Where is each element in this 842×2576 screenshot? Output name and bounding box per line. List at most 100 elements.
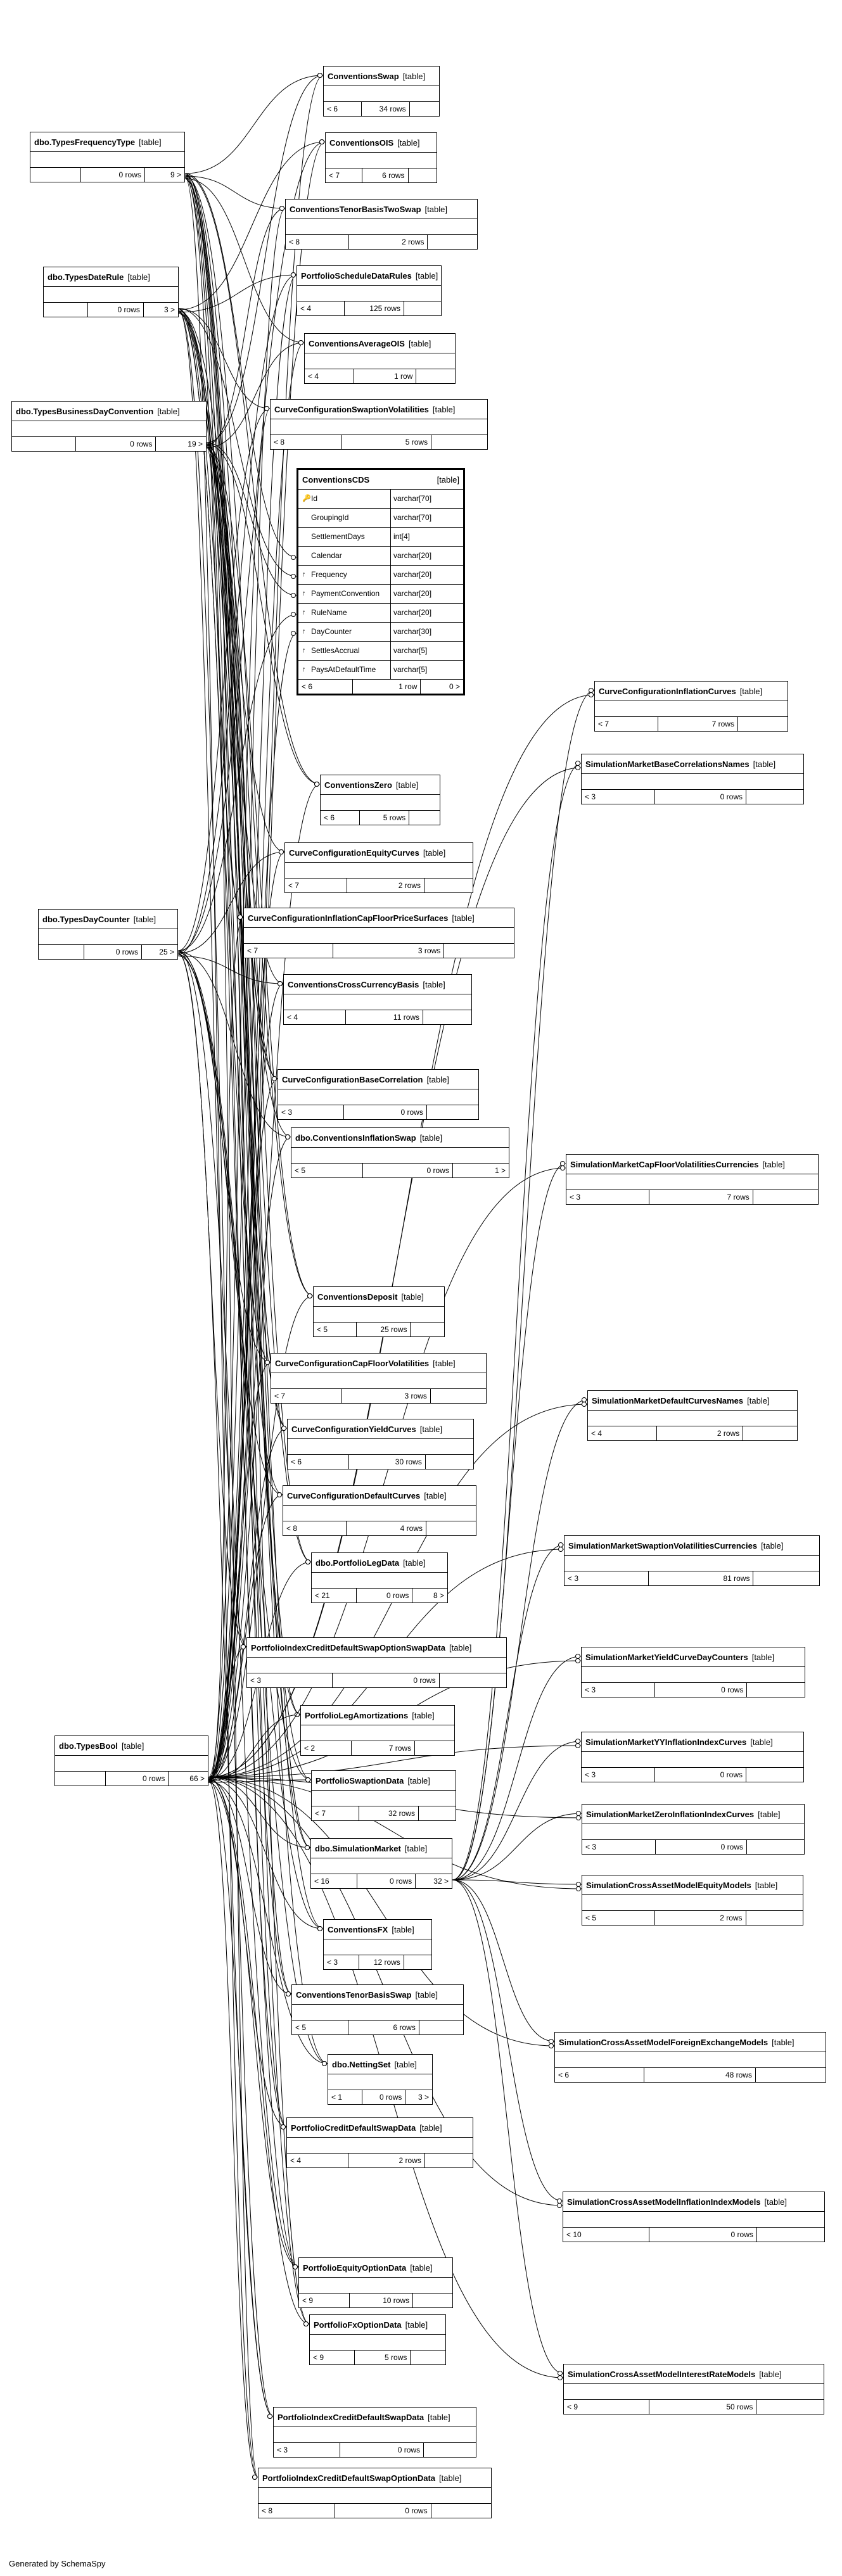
parents-count[interactable]: < 3 xyxy=(566,1190,649,1204)
table-portfolioindexcreditdefaultswapoptionswapdata[interactable]: PortfolioIndexCreditDefaultSwapOptionSwa… xyxy=(246,1637,507,1688)
parents-count[interactable]: < 8 xyxy=(283,1521,347,1535)
parents-count[interactable]: < 8 xyxy=(271,435,342,449)
parents-count[interactable]: < 4 xyxy=(305,369,355,383)
parents-count[interactable]: < 5 xyxy=(314,1323,357,1336)
children-count[interactable] xyxy=(427,235,477,249)
parents-count[interactable]: < 3 xyxy=(582,1768,655,1782)
table-dbo-typesbusinessdayconvention[interactable]: dbo.TypesBusinessDayConvention[table]0 r… xyxy=(11,401,207,452)
parents-count[interactable]: < 9 xyxy=(299,2294,350,2307)
parents-count[interactable]: < 8 xyxy=(286,235,349,249)
table-simulationmarketyieldcurvedaycounters[interactable]: SimulationMarketYieldCurveDayCounters[ta… xyxy=(581,1647,805,1697)
table-portfolioindexcreditdefaultswapoptiondata[interactable]: PortfolioIndexCreditDefaultSwapOptionDat… xyxy=(258,2468,492,2518)
table-simulationmarketcapfloorvolatilitiescurrencies[interactable]: SimulationMarketCapFloorVolatilitiesCurr… xyxy=(566,1154,819,1205)
table-curveconfigurationdefaultcurves[interactable]: CurveConfigurationDefaultCurves[table]< … xyxy=(283,1485,476,1536)
children-count[interactable] xyxy=(745,1911,803,1925)
children-count[interactable] xyxy=(409,811,440,825)
parents-count[interactable]: < 5 xyxy=(292,2021,349,2034)
parents-count[interactable] xyxy=(30,168,82,182)
children-count[interactable] xyxy=(746,1683,805,1697)
parents-count[interactable]: < 6 xyxy=(288,1455,349,1469)
children-count[interactable] xyxy=(431,435,487,449)
children-count[interactable] xyxy=(430,2504,491,2518)
parents-count[interactable]: < 2 xyxy=(301,1741,352,1755)
children-count[interactable] xyxy=(737,717,788,731)
children-count[interactable] xyxy=(416,369,455,383)
children-count[interactable] xyxy=(418,2021,463,2034)
children-count[interactable]: 3 > xyxy=(405,2090,432,2104)
children-count[interactable] xyxy=(438,1673,506,1687)
children-count[interactable] xyxy=(403,301,441,315)
children-count[interactable] xyxy=(755,2068,826,2082)
parents-count[interactable]: < 7 xyxy=(312,1806,359,1820)
parents-count[interactable]: < 4 xyxy=(287,2154,348,2167)
parents-count[interactable]: < 21 xyxy=(312,1589,357,1602)
parents-count[interactable]: < 3 xyxy=(274,2443,341,2457)
focus-children-count[interactable]: 0 > xyxy=(420,680,463,694)
table-curveconfigurationequitycurves[interactable]: CurveConfigurationEquityCurves[table]< 7… xyxy=(284,842,473,893)
parents-count[interactable]: < 7 xyxy=(244,944,333,958)
parents-count[interactable]: < 5 xyxy=(291,1164,364,1177)
table-simulationmarketswaptionvolatilitiescurrencies[interactable]: SimulationMarketSwaptionVolatilitiesCurr… xyxy=(564,1535,820,1586)
table-simulationmarketbasecorrelationsnames[interactable]: SimulationMarketBaseCorrelationsNames[ta… xyxy=(581,754,804,804)
parents-count[interactable] xyxy=(39,945,85,959)
table-portfolioindexcreditdefaultswapdata[interactable]: PortfolioIndexCreditDefaultSwapData[tabl… xyxy=(273,2407,476,2458)
parents-count[interactable]: < 3 xyxy=(247,1673,333,1687)
children-count[interactable] xyxy=(746,790,803,804)
children-count[interactable]: 32 > xyxy=(415,1874,452,1888)
parents-count[interactable]: < 3 xyxy=(565,1571,649,1585)
parents-count[interactable]: < 6 xyxy=(555,2068,644,2082)
parents-count[interactable]: < 7 xyxy=(271,1389,342,1403)
focus-parents-count[interactable]: < 6 xyxy=(298,680,353,694)
parents-count[interactable]: < 6 xyxy=(321,811,360,825)
parents-count[interactable]: < 4 xyxy=(588,1426,657,1440)
children-count[interactable] xyxy=(409,102,439,116)
parents-count[interactable]: < 3 xyxy=(324,1955,360,1969)
parents-count[interactable]: < 7 xyxy=(285,879,347,892)
children-count[interactable] xyxy=(410,1323,444,1336)
children-count[interactable] xyxy=(443,944,514,958)
table-simulationmarketyyinflationindexcurves[interactable]: SimulationMarketYYInflationIndexCurves[t… xyxy=(581,1732,804,1782)
children-count[interactable]: 1 > xyxy=(452,1164,509,1177)
parents-count[interactable]: < 6 xyxy=(324,102,362,116)
parents-count[interactable]: < 3 xyxy=(278,1105,345,1119)
children-count[interactable] xyxy=(410,2351,445,2364)
parents-count[interactable]: < 9 xyxy=(564,2400,650,2414)
parents-count[interactable]: < 10 xyxy=(563,2228,649,2242)
children-count[interactable] xyxy=(423,2443,476,2457)
children-count[interactable] xyxy=(403,1955,431,1969)
parents-count[interactable]: < 3 xyxy=(582,1840,656,1854)
table-portfoliocreditdefaultswapdata[interactable]: PortfolioCreditDefaultSwapData[table]< 4… xyxy=(286,2117,473,2168)
table-curveconfigurationswaptionvolatilities[interactable]: CurveConfigurationSwaptionVolatilities[t… xyxy=(270,399,488,450)
children-count[interactable] xyxy=(752,1190,818,1204)
children-count[interactable] xyxy=(412,2294,452,2307)
children-count[interactable] xyxy=(423,1010,471,1024)
children-count[interactable]: 19 > xyxy=(155,437,206,451)
children-count[interactable] xyxy=(407,168,437,182)
children-count[interactable] xyxy=(424,2154,473,2167)
children-count[interactable] xyxy=(425,1521,476,1535)
children-count[interactable]: 25 > xyxy=(141,945,177,959)
table-curveconfigurationinflationcapfloorpricesurfaces[interactable]: CurveConfigurationInflationCapFloorPrice… xyxy=(243,908,514,958)
parents-count[interactable] xyxy=(12,437,76,451)
children-count[interactable] xyxy=(756,2228,824,2242)
children-count[interactable] xyxy=(743,1426,797,1440)
